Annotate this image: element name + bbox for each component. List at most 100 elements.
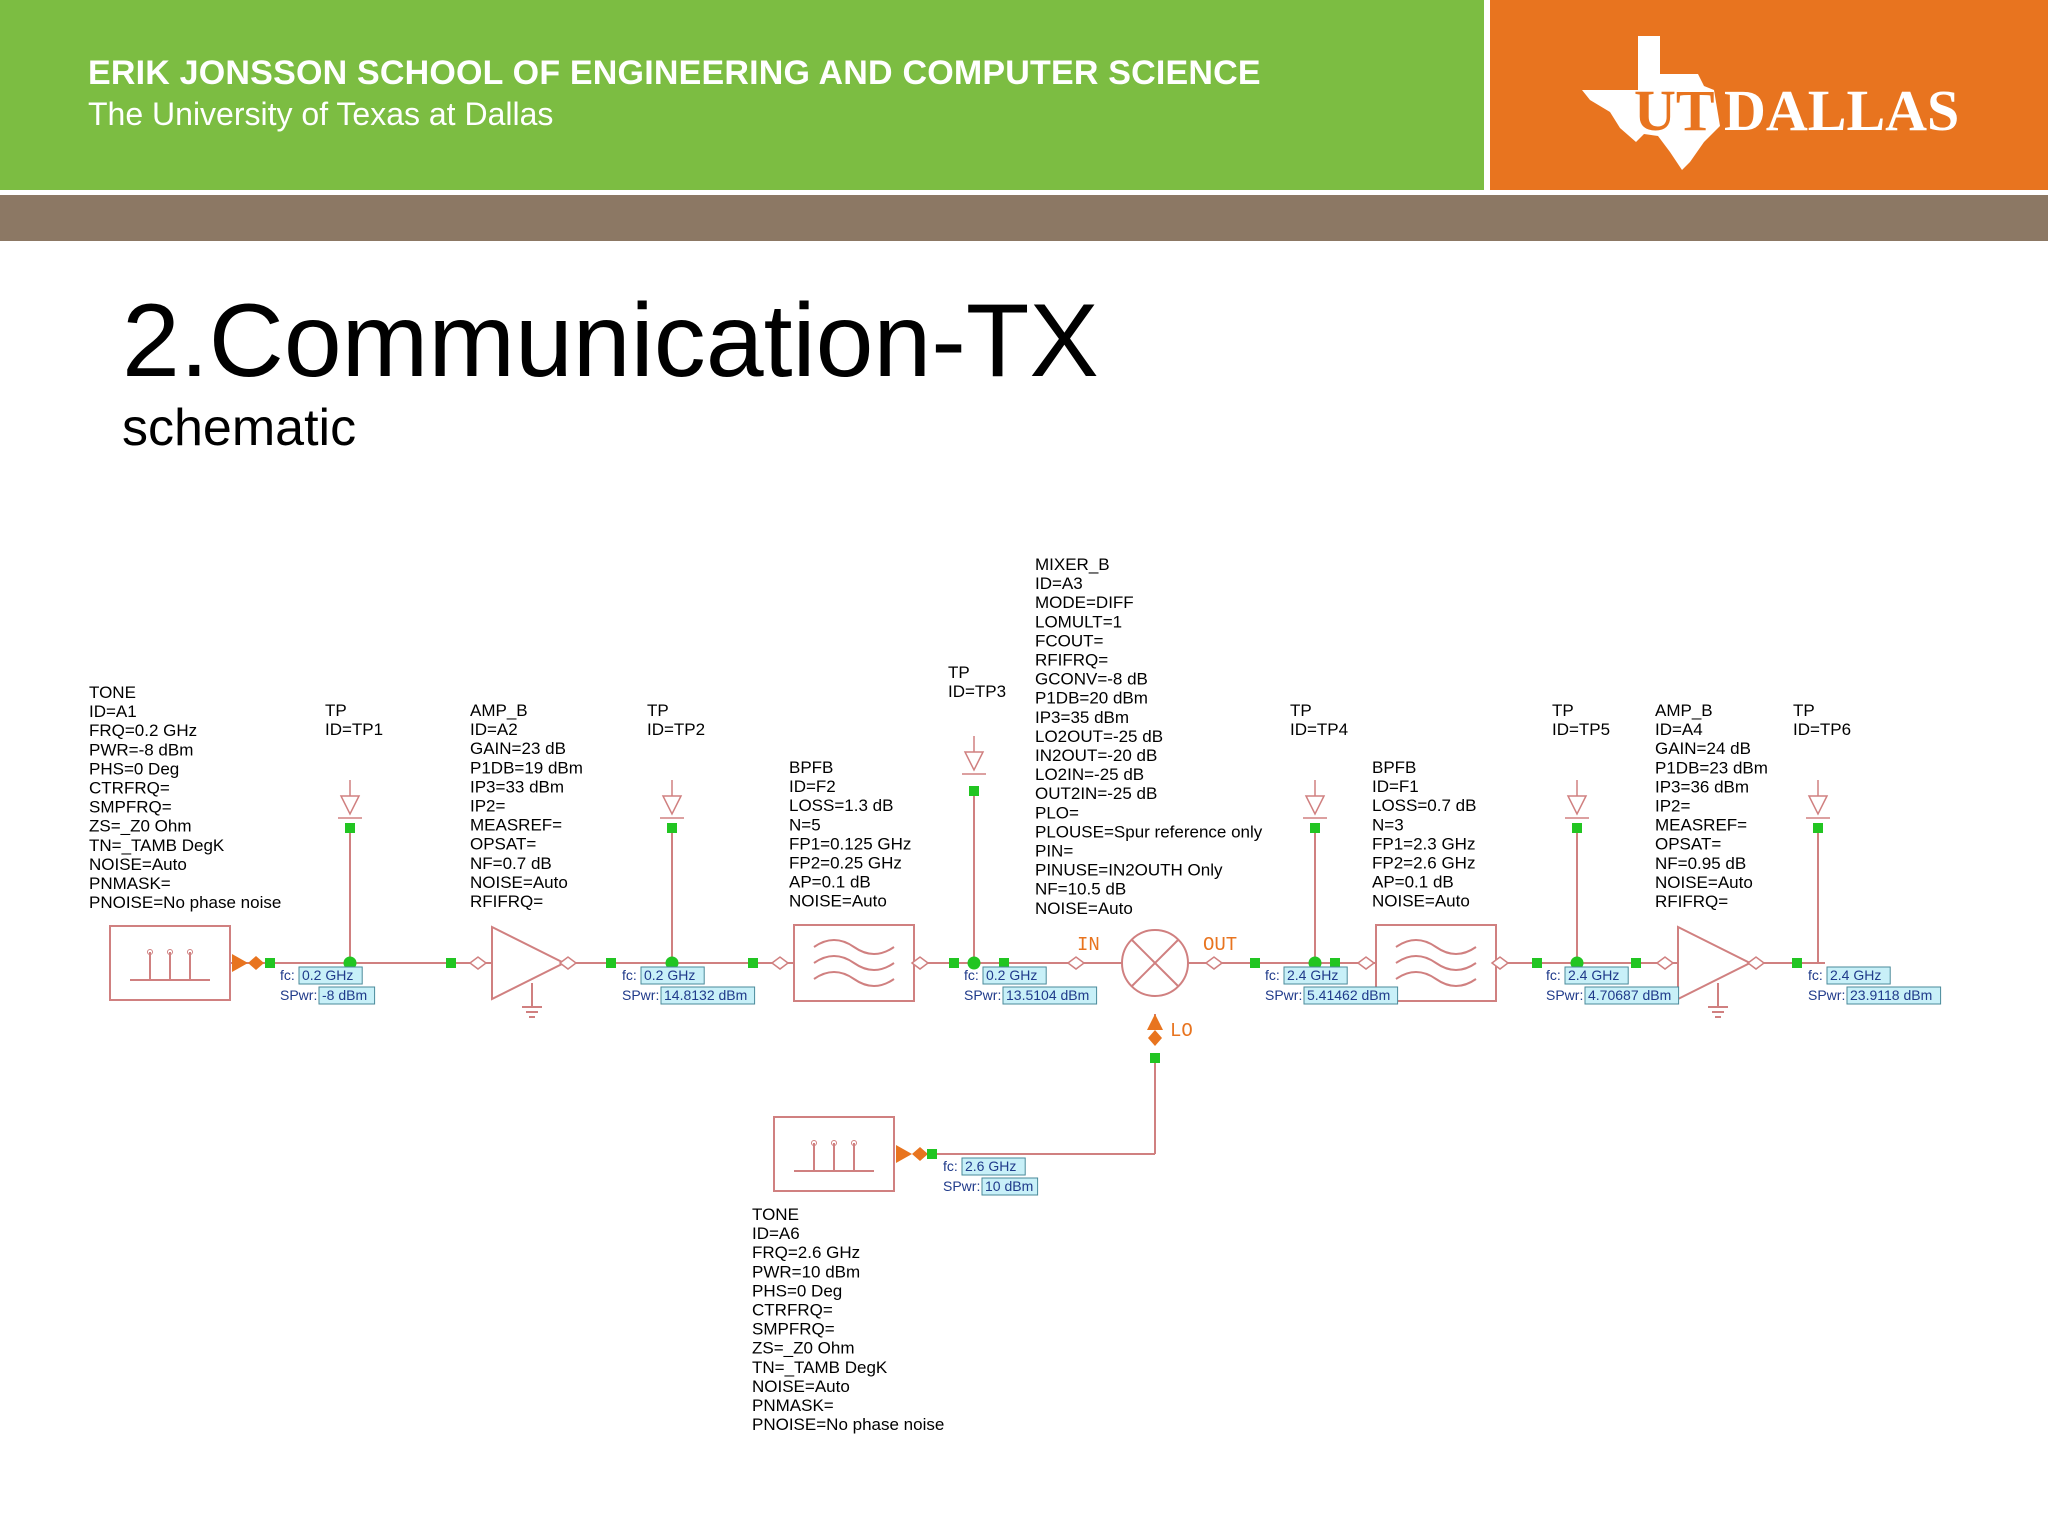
tone-a1-out-diamond-icon: [248, 956, 264, 970]
fc-label: fc:: [1546, 967, 1561, 983]
param-line: LO2IN=-25 dB: [1035, 765, 1144, 784]
param-line: NOISE=Auto: [1372, 892, 1470, 911]
param-line: SMPFRQ=: [752, 1320, 835, 1339]
param-line: N=5: [789, 815, 821, 834]
spwr-value: 13.5104 dBm: [1006, 987, 1089, 1003]
param-line: CTRFRQ=: [89, 779, 170, 798]
fc-value: 0.2 GHz: [302, 967, 353, 983]
param-line: LOSS=0.7 dB: [1372, 796, 1476, 815]
param-line: TN=_TAMB DegK: [89, 836, 225, 855]
spwr-box: [1002, 986, 1098, 1005]
param-line: ID=TP3: [948, 682, 1006, 701]
slide-subtitle: schematic: [122, 399, 357, 457]
param-line: ID=A2: [470, 720, 518, 739]
fc-box: [1826, 966, 1891, 985]
node-square: [748, 958, 758, 968]
header-band: [0, 0, 1484, 190]
port-diamond-icon: [1746, 956, 1766, 970]
spwr-label: SPwr:: [1546, 987, 1583, 1003]
param-line: BPFB: [1372, 758, 1416, 777]
tone-a6-out-arrow-icon: [896, 1145, 912, 1163]
param-line: ID=A1: [89, 702, 137, 721]
param-line: ID=A4: [1655, 720, 1703, 739]
spwr-value: 14.8132 dBm: [664, 987, 747, 1003]
fc-label: fc:: [280, 967, 295, 983]
param-line: AMP_B: [470, 701, 528, 720]
spwr-label: SPwr:: [943, 1178, 980, 1194]
junction-dot: [967, 956, 981, 970]
spwr-box: [318, 986, 376, 1005]
param-line: PNMASK=: [89, 874, 171, 893]
node-square: [1572, 823, 1582, 833]
param-line: PWR=10 dBm: [752, 1262, 860, 1281]
node-square: [999, 958, 1009, 968]
fc-box: [961, 1157, 1026, 1176]
param-line: FP2=2.6 GHz: [1372, 854, 1475, 873]
param-line: NOISE=Auto: [89, 855, 187, 874]
fc-box: [298, 966, 363, 985]
param-line: IP3=33 dBm: [470, 777, 564, 796]
param-line: ZS=_Z0 Ohm: [89, 817, 192, 836]
param-line: RFIFRQ=: [470, 892, 543, 911]
node-square: [969, 786, 979, 796]
probe-icon: [661, 795, 683, 816]
junction-dot: [343, 956, 357, 970]
filter-f1-wave-icon: [1395, 971, 1477, 987]
param-line: ID=F1: [1372, 777, 1419, 796]
node-square: [1532, 958, 1542, 968]
param-line: TP: [948, 663, 970, 682]
node-square: [606, 958, 616, 968]
param-line: OPSAT=: [1655, 835, 1721, 854]
logo-band: [1490, 0, 2048, 190]
junction-dot: [1308, 956, 1322, 970]
spwr-label: SPwr:: [1265, 987, 1302, 1003]
node-square: [446, 958, 456, 968]
spwr-value: 23.9118 dBm: [1850, 987, 1932, 1003]
spwr-label: SPwr:: [280, 987, 317, 1003]
header-separator: [1484, 0, 1490, 190]
node-square: [949, 958, 959, 968]
param-line: NOISE=Auto: [752, 1377, 850, 1396]
param-line: PNMASK=: [752, 1396, 834, 1415]
fc-box: [982, 966, 1047, 985]
param-line: TP: [1552, 701, 1574, 720]
param-line: PINUSE=IN2OUTH Only: [1035, 861, 1223, 880]
param-line: LOSS=1.3 dB: [789, 796, 893, 815]
tone-a1-spike-tip: [147, 949, 153, 955]
fc-box: [640, 966, 705, 985]
param-line: FCOUT=: [1035, 631, 1104, 650]
filter-f2-wave-icon: [813, 971, 895, 987]
param-line: AMP_B: [1655, 701, 1713, 720]
param-line: IP2=: [470, 797, 506, 816]
param-line: PIN=: [1035, 842, 1073, 861]
param-line: PHS=0 Deg: [89, 759, 179, 778]
spwr-label: SPwr:: [1808, 987, 1845, 1003]
param-line: MEASREF=: [470, 816, 562, 835]
fc-value: 0.2 GHz: [986, 967, 1037, 983]
tone-a1-out-arrow-icon: [232, 954, 248, 972]
spwr-value: -8 dBm: [322, 987, 367, 1003]
param-line: MODE=DIFF: [1035, 593, 1134, 612]
header-stripe: [0, 195, 2048, 241]
node-square: [1250, 958, 1260, 968]
param-line: SMPFRQ=: [89, 798, 172, 817]
tone-a6-spike-tip: [851, 1140, 857, 1146]
tone-a6-out-diamond-icon: [912, 1147, 928, 1161]
param-line: AP=0.1 dB: [789, 873, 871, 892]
param-line: NF=0.7 dB: [470, 854, 552, 873]
param-line: ID=F2: [789, 777, 836, 796]
param-line: NOISE=Auto: [1035, 899, 1133, 918]
node-square: [927, 1149, 937, 1159]
node-square: [1310, 823, 1320, 833]
